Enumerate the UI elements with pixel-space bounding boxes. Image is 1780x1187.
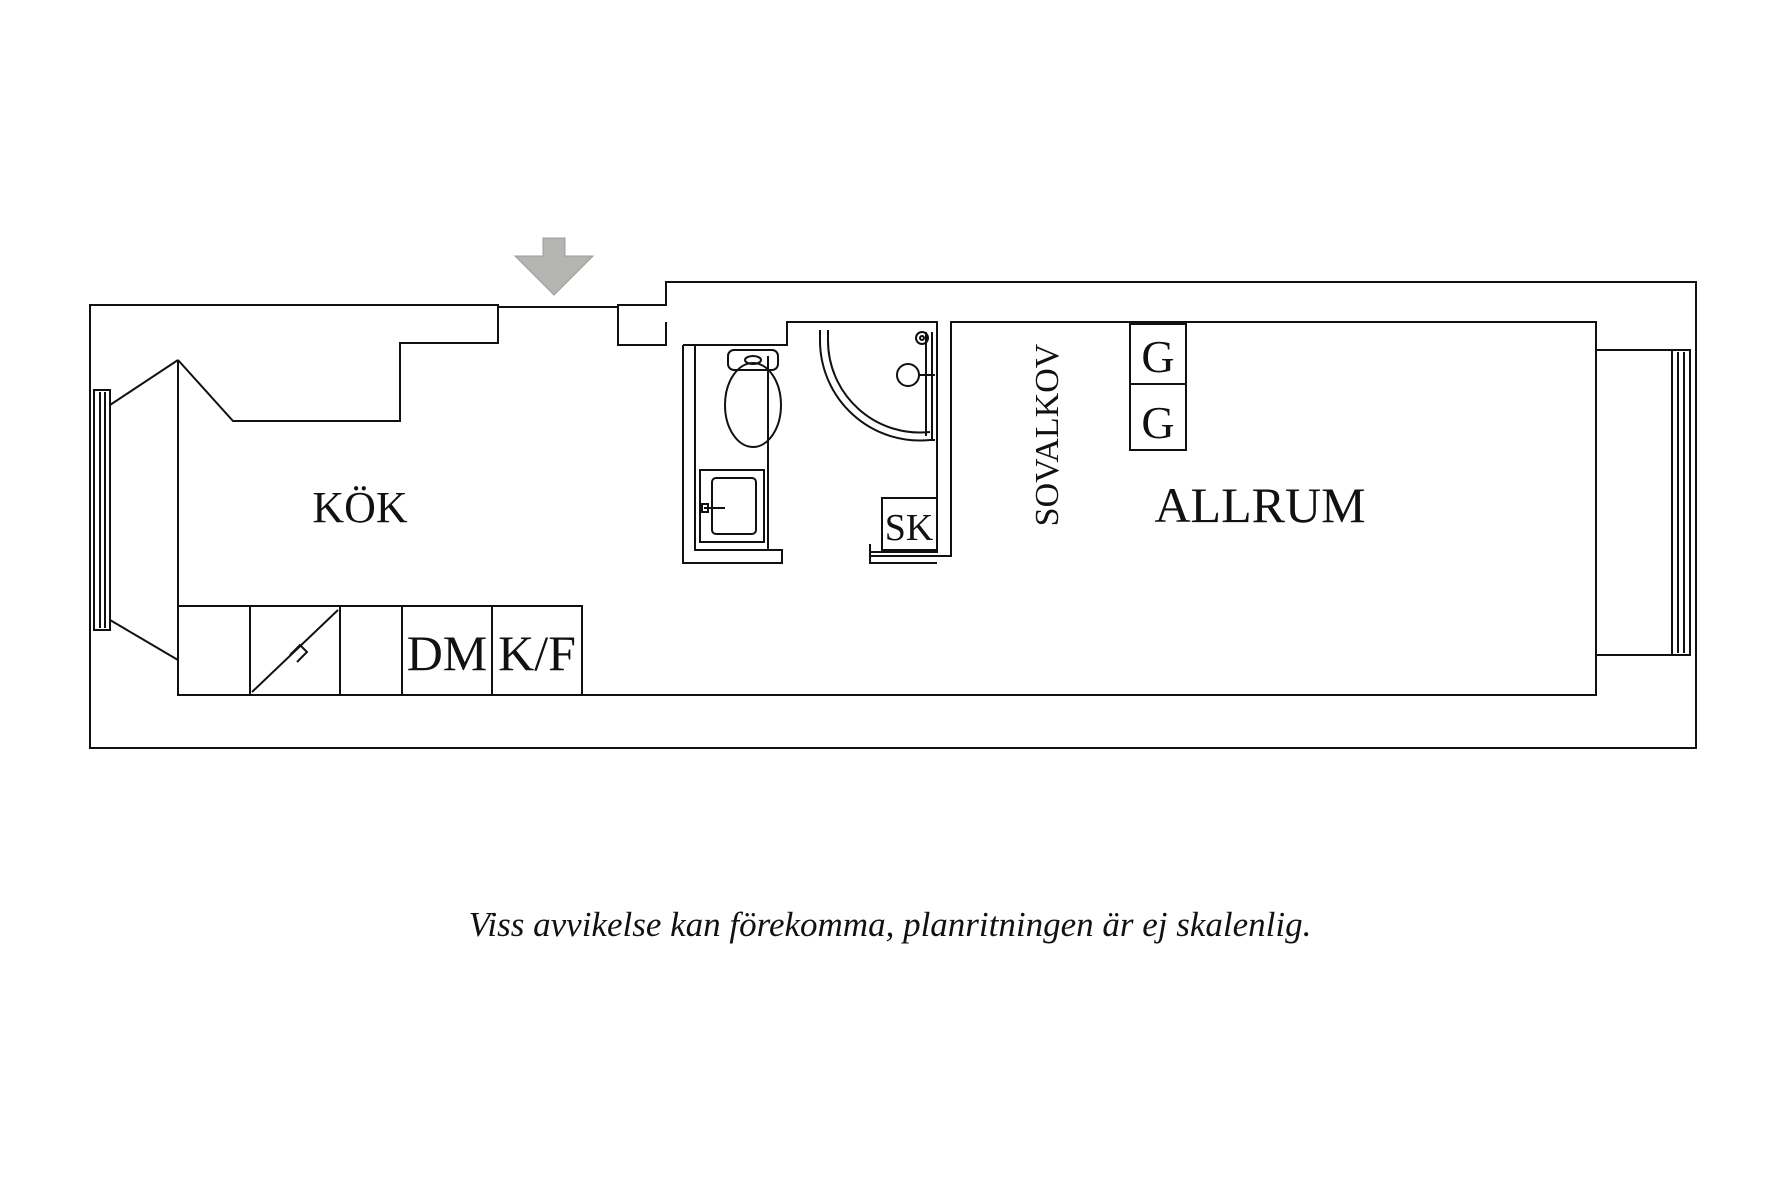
disclaimer-text: Viss avvikelse kan förekomma, planritnin… [468, 905, 1312, 944]
shower-icon [818, 330, 935, 442]
left-window [93, 359, 179, 661]
sleeping-alcove-label: SOVALKOV [1029, 343, 1066, 526]
living-room-label: ALLRUM [1154, 477, 1365, 533]
kitchen-counter [177, 605, 583, 696]
closet-bottom-label: G [1141, 397, 1174, 448]
bathroom-divider [694, 345, 768, 551]
bathroom-wall-inner [683, 321, 938, 564]
sink-icon [699, 469, 765, 543]
fridge-freezer-label: K/F [498, 625, 576, 681]
bathroom-wall [682, 345, 783, 564]
inner-wall-entry [617, 307, 667, 346]
kitchen-label: KÖK [312, 483, 408, 532]
toilet-icon [724, 349, 782, 448]
dishwasher-label: DM [407, 625, 488, 681]
inner-wall [177, 307, 499, 422]
arrow-down-icon [513, 237, 595, 296]
wardrobe-label: SK [885, 507, 934, 549]
wardrobe-box [881, 497, 938, 551]
closet-top-label: G [1141, 331, 1174, 382]
right-window [1596, 349, 1691, 656]
closet-bottom-box [1129, 383, 1187, 451]
stove-icon [251, 609, 339, 693]
outer-wall [89, 281, 1697, 749]
